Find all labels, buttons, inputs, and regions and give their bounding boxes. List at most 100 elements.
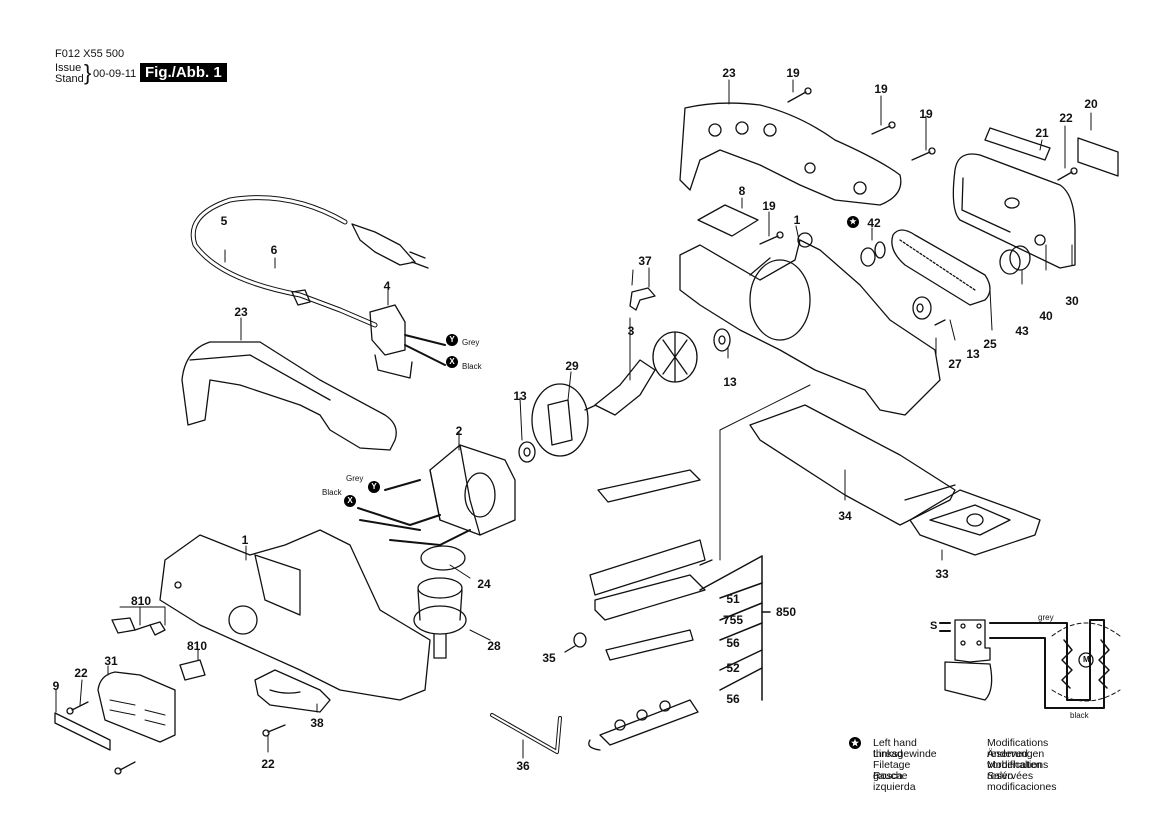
disc-shape	[420, 545, 466, 571]
part-label-6: 6	[270, 243, 278, 257]
label-20-shape	[1077, 137, 1119, 177]
legend-text: Modifications resérvées	[987, 759, 1049, 782]
legend-text: Rosca izquierda	[873, 770, 916, 793]
top-handle-cover-part	[679, 102, 902, 206]
part-label-35: 35	[542, 651, 556, 665]
bracket-850	[699, 555, 771, 701]
clip-shape	[629, 287, 656, 311]
part-label-42: 42	[867, 216, 881, 230]
switch-part	[369, 304, 446, 379]
part-label-20: 20	[1084, 97, 1098, 111]
part-label-9: 9	[52, 679, 60, 693]
part-label-37: 37	[638, 254, 652, 268]
base-plate-part	[749, 404, 956, 526]
legend-text: Änderungen vorbehalten	[987, 748, 1045, 771]
motor-symbol: M	[1083, 655, 1090, 664]
part-label-755: 755	[722, 613, 744, 627]
legend-text: Salvo modificaciones	[987, 770, 1057, 793]
leader-lines-top-right	[631, 79, 1092, 356]
part-label-8: 8	[738, 184, 746, 198]
power-cord-part	[190, 195, 429, 328]
part-label-2: 2	[455, 424, 463, 438]
nut-40-shape	[1034, 234, 1046, 246]
input-symbol: S	[930, 620, 938, 632]
part-label-22-left: 22	[74, 666, 88, 680]
leader-lines-bottom-left	[55, 607, 318, 753]
wire-label-switch-grey: Grey	[462, 338, 480, 347]
part-label-33: 33	[935, 567, 949, 581]
part-label-810-b: 810	[186, 639, 208, 653]
housing-left-part	[159, 529, 431, 701]
part-label-36: 36	[516, 759, 530, 773]
screw-27-shape	[934, 319, 946, 326]
part-label-850: 850	[775, 605, 797, 619]
brush-set-part	[111, 606, 206, 681]
left-hand-thread-icon: ★	[847, 216, 859, 228]
part-label-23-left: 23	[234, 305, 248, 319]
part-label-40: 40	[1039, 309, 1053, 323]
part-label-19-c: 19	[919, 107, 933, 121]
brush-cover-part	[97, 671, 176, 743]
wire-label-stator-black: Black	[322, 488, 342, 497]
bearing-armature-part	[713, 328, 731, 352]
part-label-19-b: 19	[874, 82, 888, 96]
wiring-schematic	[939, 619, 1121, 709]
pulley-small-part	[860, 241, 886, 267]
baffle-plate-part	[531, 383, 589, 457]
modifications-legend: Modifications reserved Änderungen vorbeh…	[987, 737, 1057, 793]
screws-bottom-left	[66, 701, 286, 775]
part-label-38: 38	[310, 716, 324, 730]
part-label-31: 31	[104, 654, 118, 668]
part-label-29: 29	[565, 359, 579, 373]
legend-text: Modifications reserved	[987, 737, 1049, 760]
side-cover-part	[254, 669, 331, 713]
document-code: F012 X55 500	[55, 48, 125, 60]
drive-belt-part	[891, 229, 991, 306]
part-label-3: 3	[627, 324, 635, 338]
part-label-34: 34	[838, 509, 852, 523]
type-plate-shape	[697, 204, 759, 237]
wire-tag-switch-black: X	[446, 356, 458, 368]
label-9-shape	[54, 712, 111, 751]
wire-label-switch-black: Black	[462, 362, 482, 371]
part-label-30: 30	[1065, 294, 1079, 308]
schematic-grey-label: grey	[1038, 613, 1054, 622]
part-label-24: 24	[477, 577, 491, 591]
bearing-right-part	[912, 296, 932, 320]
armature-part	[584, 331, 698, 416]
part-label-22-bottom: 22	[261, 757, 275, 771]
part-label-56-b: 56	[726, 692, 740, 706]
part-label-21: 21	[1035, 126, 1049, 140]
wire-label-stator-grey: Grey	[346, 474, 364, 483]
part-label-28: 28	[487, 639, 501, 653]
part-label-27: 27	[948, 357, 962, 371]
part-label-56-a: 56	[726, 636, 740, 650]
handle-left-part	[181, 341, 397, 451]
star-in-circle-icon	[849, 737, 861, 749]
spacer-part	[564, 632, 587, 653]
part-label-22-top: 22	[1059, 111, 1073, 125]
issue-date: 00-09-11	[93, 68, 137, 80]
part-label-1-left: 1	[241, 533, 249, 547]
schematic-black-label: black	[1070, 711, 1089, 720]
legend-text: Left hand thread	[873, 737, 917, 760]
part-label-23-top: 23	[722, 66, 736, 80]
stator-wires	[357, 479, 471, 546]
part-label-5: 5	[220, 214, 228, 228]
screws-19	[759, 87, 1078, 245]
chip-deflector-part	[909, 489, 1041, 556]
issue-label-en: Issue	[55, 62, 82, 74]
part-label-52: 52	[726, 661, 740, 675]
part-label-51: 51	[726, 592, 740, 606]
issue-label: Issue Stand	[55, 63, 84, 85]
part-label-19-a: 19	[786, 66, 800, 80]
housing-right-part	[679, 232, 941, 416]
legend-text: Linksgewinde	[873, 748, 937, 760]
field-stator-part	[429, 444, 516, 536]
leader-lines-middle	[224, 249, 943, 641]
part-label-13-right: 13	[966, 347, 980, 361]
part-label-19-d: 19	[762, 199, 776, 213]
brace-glyph: }	[84, 60, 92, 85]
leader-baseplate	[719, 384, 811, 561]
